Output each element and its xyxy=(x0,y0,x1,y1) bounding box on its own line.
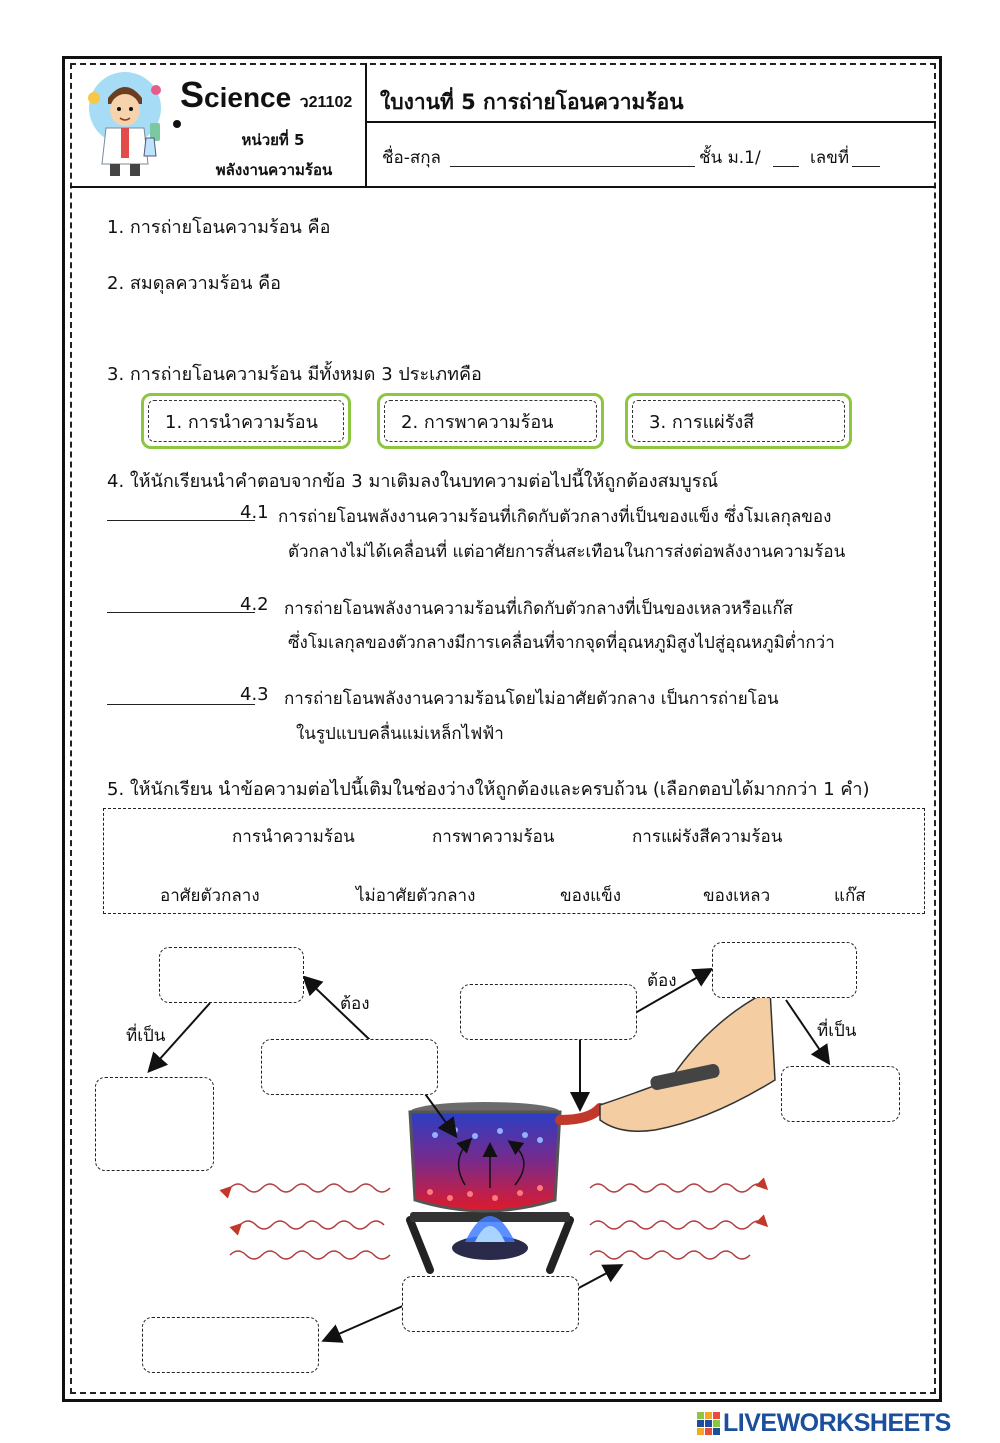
question-2: 2. สมดุลความร้อน คือ xyxy=(107,273,281,294)
heat-type-label: 1. การนำความร้อน xyxy=(148,400,344,442)
label-tong-left: ต้อง xyxy=(340,994,370,1014)
word-gas[interactable]: แก๊ส xyxy=(834,886,866,906)
liveworksheets-logo-text: LIVEWORKSHEETS xyxy=(723,1409,951,1437)
class-field[interactable] xyxy=(773,166,799,167)
diagram-answer-box-7[interactable] xyxy=(402,1276,579,1332)
item-4-1-number: 4.1 xyxy=(240,502,269,523)
item-4-2-number: 4.2 xyxy=(240,594,269,615)
diagram-answer-box-5[interactable] xyxy=(712,942,857,998)
word-no-medium[interactable]: ไม่อาศัยตัวกลาง xyxy=(356,886,476,906)
word-bank xyxy=(103,808,925,914)
diagram-answer-box-4[interactable] xyxy=(460,984,637,1040)
word-convection[interactable]: การพาความร้อน xyxy=(432,827,555,847)
answer-blank-4-2[interactable] xyxy=(107,612,255,613)
heat-type-conduction: 1. การนำความร้อน xyxy=(141,393,351,449)
answer-blank-4-1[interactable] xyxy=(107,520,255,521)
word-solid[interactable]: ของแข็ง xyxy=(560,886,622,906)
liveworksheets-logo: LIVEWORKSHEETS xyxy=(697,1409,951,1438)
bullet-dot xyxy=(173,120,181,128)
diagram-answer-box-8[interactable] xyxy=(142,1317,319,1373)
brand-rest: cience xyxy=(204,82,292,113)
diagram-answer-box-3[interactable] xyxy=(261,1039,438,1095)
number-field[interactable] xyxy=(852,166,880,167)
heat-type-label: 2. การพาความร้อน xyxy=(384,400,597,442)
diagram-answer-box-6[interactable] xyxy=(781,1066,900,1122)
class-label: ชั้น ม.1/ xyxy=(699,148,761,168)
item-4-3-number: 4.3 xyxy=(240,684,269,705)
header-bottom-line xyxy=(70,186,936,188)
unit-title: พลังงานความร้อน xyxy=(215,161,333,179)
item-4-3-line2: ในรูปแบบคลื่นแม่เหล็กไฟฟ้า xyxy=(296,724,504,744)
question-4: 4. ให้นักเรียนนำคำตอบจากข้อ 3 มาเติมลงใน… xyxy=(107,471,719,492)
word-conduction[interactable]: การนำความร้อน xyxy=(232,827,355,847)
question-1: 1. การถ่ายโอนความร้อน คือ xyxy=(107,217,331,238)
course-code: ว21102 xyxy=(299,94,353,111)
question-5: 5. ให้นักเรียน นำข้อความต่อไปนี้เติมในช่… xyxy=(107,779,870,800)
item-4-1-line2: ตัวกลางไม่ได้เคลื่อนที่ แต่อาศัยการสั่นส… xyxy=(288,542,846,562)
header-middle-line xyxy=(366,121,936,123)
word-needs-medium[interactable]: อาศัยตัวกลาง xyxy=(160,886,260,906)
liveworksheets-logo-icon xyxy=(697,1411,720,1435)
scientist-mascot-icon xyxy=(88,72,161,176)
item-4-1-line1: การถ่ายโอนพลังงานความร้อนที่เกิดกับตัวกล… xyxy=(278,507,832,527)
name-field[interactable] xyxy=(450,166,695,167)
number-label: เลขที่ xyxy=(810,148,850,168)
unit-number: หน่วยที่ 5 xyxy=(241,131,305,149)
label-thipen-left: ที่เป็น xyxy=(126,1026,166,1046)
worksheet-inner-frame xyxy=(70,63,936,1394)
header-divider xyxy=(365,63,367,187)
item-4-2-line2: ซึ่งโมเลกุลของตัวกลางมีการเคลื่อนที่จากจ… xyxy=(288,633,835,653)
word-radiation[interactable]: การแผ่รังสีความร้อน xyxy=(632,827,783,847)
worksheet-title: ใบงานที่ 5 การถ่ายโอนความร้อน xyxy=(380,90,684,114)
brand-title: Science ว21102 xyxy=(180,74,352,116)
heat-transfer-diagram xyxy=(147,968,831,1343)
heat-type-convection: 2. การพาความร้อน xyxy=(377,393,604,449)
question-3: 3. การถ่ายโอนความร้อน มีทั้งหมด 3 ประเภท… xyxy=(107,364,482,385)
word-liquid[interactable]: ของเหลว xyxy=(703,886,771,906)
heat-type-label: 3. การแผ่รังสี xyxy=(632,400,845,442)
brand-s: S xyxy=(180,74,205,115)
label-thipen-right: ที่เป็น xyxy=(817,1021,857,1041)
item-4-3-line1: การถ่ายโอนพลังงานความร้อนโดยไม่อาศัยตัวก… xyxy=(284,689,779,709)
worksheet-outer-frame xyxy=(62,56,942,1402)
heat-type-radiation: 3. การแผ่รังสี xyxy=(625,393,852,449)
answer-blank-4-3[interactable] xyxy=(107,704,255,705)
item-4-2-line1: การถ่ายโอนพลังงานความร้อนที่เกิดกับตัวกล… xyxy=(284,599,794,619)
diagram-answer-box-1[interactable] xyxy=(159,947,304,1003)
name-label: ชื่อ-สกุล xyxy=(382,148,441,168)
label-tong-right: ต้อง xyxy=(647,971,677,991)
diagram-answer-box-2[interactable] xyxy=(95,1077,214,1171)
